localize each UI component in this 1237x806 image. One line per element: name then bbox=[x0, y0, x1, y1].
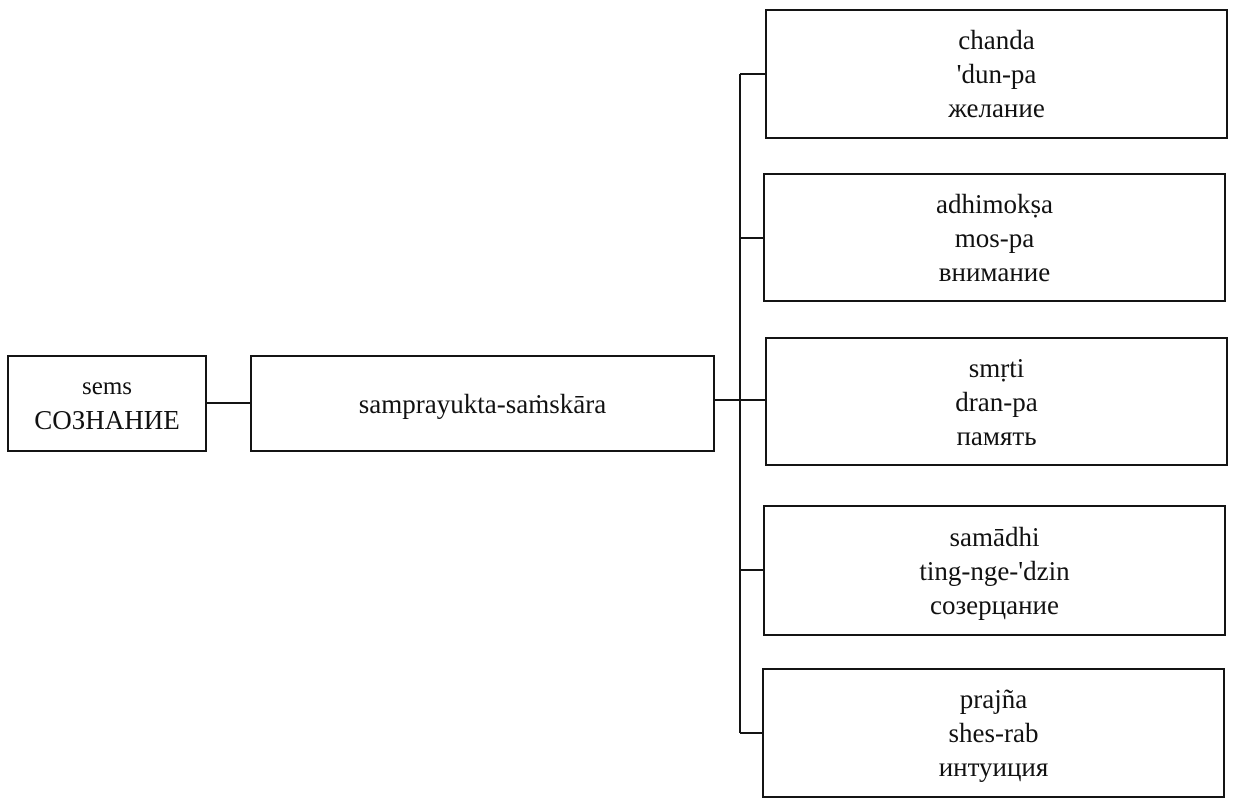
leaf-sanskrit: chanda bbox=[958, 25, 1035, 55]
leaf-box-smrti: smṛti dran-pa память bbox=[765, 337, 1228, 466]
leaf-tibetan: ting-nge-'dzin bbox=[919, 555, 1070, 586]
leaf-russian: внимание bbox=[938, 256, 1051, 287]
middle-box: samprayukta-saṁskāra bbox=[250, 355, 715, 452]
leaf-russian: память bbox=[956, 420, 1037, 451]
leaf-sanskrit: samādhi bbox=[949, 521, 1040, 552]
leaf-sanskrit: prajña bbox=[959, 684, 1028, 714]
leaf-tibetan: 'dun-pa bbox=[956, 59, 1037, 89]
root-box: sems СОЗНАНИЕ bbox=[7, 355, 207, 452]
leaf-tibetan: mos-pa bbox=[954, 222, 1035, 253]
leaf-tibetan: shes-rab bbox=[948, 718, 1039, 748]
leaf-box-prajna: prajña shes-rab интуиция bbox=[762, 668, 1225, 798]
leaf-russian: желание bbox=[948, 93, 1045, 123]
leaf-box-chanda: chanda 'dun-pa желание bbox=[765, 9, 1228, 139]
leaf-sanskrit: adhimokṣa bbox=[936, 188, 1053, 219]
leaf-box-adhimoksa: adhimokṣa mos-pa внимание bbox=[763, 173, 1226, 302]
leaf-box-samadhi: samādhi ting-nge-'dzin созерцание bbox=[763, 505, 1226, 636]
leaf-tibetan: dran-pa bbox=[955, 386, 1038, 417]
leaf-russian: интуиция bbox=[938, 752, 1049, 782]
root-label-soznanie: СОЗНАНИЕ bbox=[34, 404, 180, 435]
root-label-sems: sems bbox=[82, 372, 132, 400]
leaf-sanskrit: smṛti bbox=[968, 352, 1025, 383]
leaf-russian: созерцание bbox=[930, 589, 1059, 620]
middle-label: samprayukta-saṁskāra bbox=[358, 388, 607, 419]
